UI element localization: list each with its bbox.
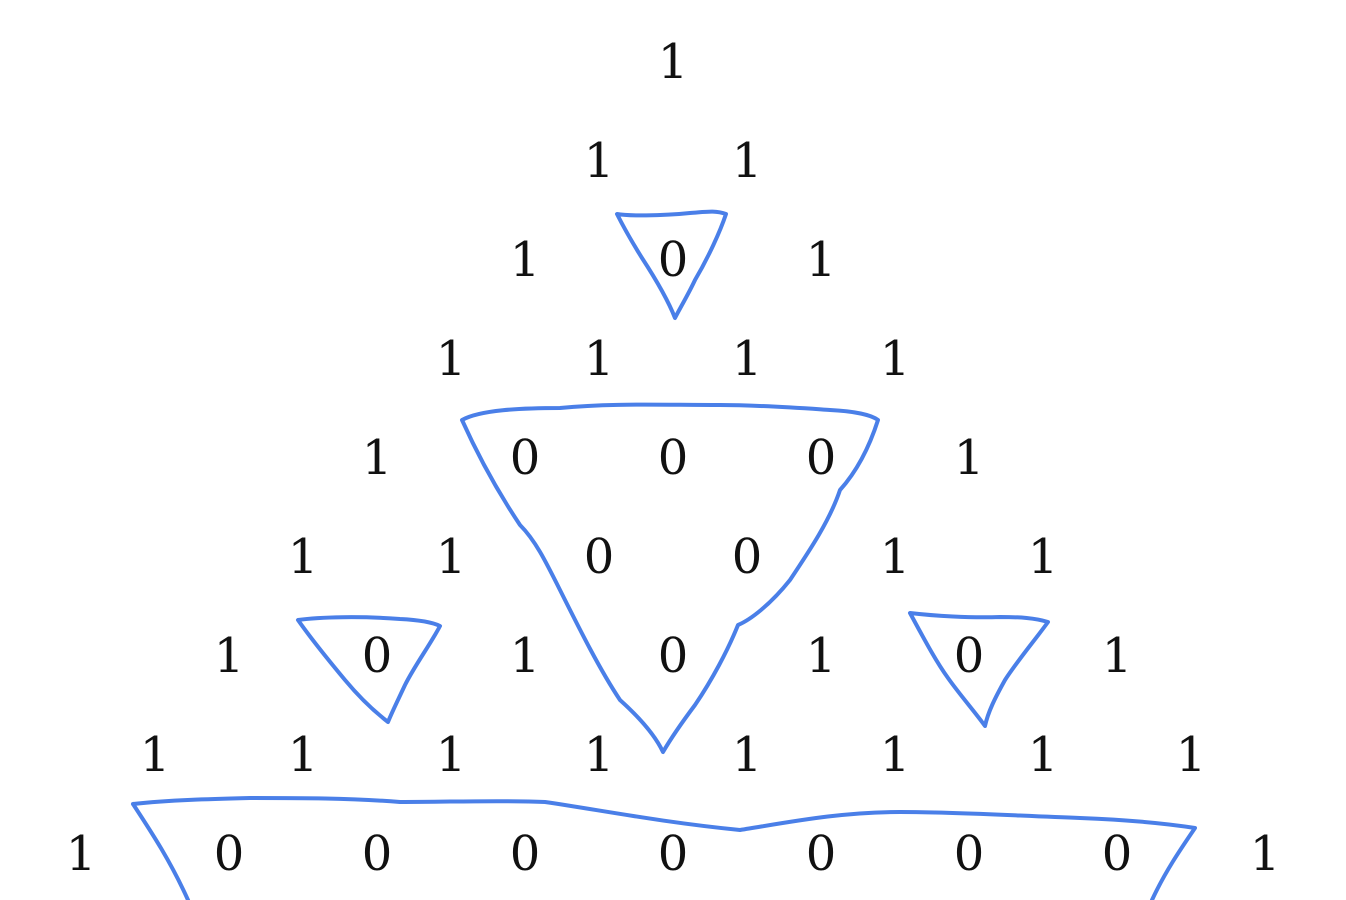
cell-r5-c1: 1 <box>362 430 393 486</box>
cell-r8-c8: 1 <box>1176 727 1207 783</box>
cell-r6-c3: 0 <box>584 529 615 585</box>
cell-r8-c4: 1 <box>584 727 615 783</box>
cell-r7-c1: 1 <box>214 628 245 684</box>
cell-r9-c5: 0 <box>658 826 689 882</box>
zero-region-row-9 <box>131 796 1197 900</box>
zero-region-rows-5-7 <box>460 402 880 754</box>
cell-r9-c6: 0 <box>806 826 837 882</box>
cell-r4-c3: 1 <box>732 331 763 387</box>
cell-r9-c2: 0 <box>214 826 245 882</box>
cell-r6-c2: 1 <box>436 529 467 585</box>
cell-r5-c3: 0 <box>658 430 689 486</box>
cell-r8-c3: 1 <box>436 727 467 783</box>
cell-r8-c2: 1 <box>288 727 319 783</box>
cell-r1-c1: 1 <box>658 34 689 90</box>
cell-r7-c2: 0 <box>362 628 393 684</box>
cell-r3-c3: 1 <box>806 232 837 288</box>
cell-r9-c7: 0 <box>954 826 985 882</box>
cell-r5-c2: 0 <box>510 430 541 486</box>
cell-r6-c6: 1 <box>1028 529 1059 585</box>
cell-r6-c4: 0 <box>732 529 763 585</box>
annotation-layer <box>131 209 1197 900</box>
zero-region-row-7-left <box>296 615 442 724</box>
cell-r9-c3: 0 <box>362 826 393 882</box>
cell-r7-c3: 1 <box>510 628 541 684</box>
cell-r5-c5: 1 <box>954 430 985 486</box>
cell-r5-c4: 0 <box>806 430 837 486</box>
cell-r3-c2: 0 <box>658 232 689 288</box>
cell-r4-c4: 1 <box>880 331 911 387</box>
zero-region-row-7-right <box>908 611 1050 728</box>
cell-r7-c4: 0 <box>658 628 689 684</box>
cell-r4-c2: 1 <box>584 331 615 387</box>
cell-r8-c1: 1 <box>140 727 171 783</box>
cell-r7-c6: 0 <box>954 628 985 684</box>
cell-r2-c1: 1 <box>584 133 615 189</box>
zero-region-row-3 <box>615 209 728 320</box>
cell-r9-c9: 1 <box>1250 826 1281 882</box>
cell-r9-c8: 0 <box>1102 826 1133 882</box>
cell-r8-c7: 1 <box>1028 727 1059 783</box>
cell-r7-c7: 1 <box>1102 628 1133 684</box>
cell-r3-c1: 1 <box>510 232 541 288</box>
cell-r6-c5: 1 <box>880 529 911 585</box>
cell-r7-c5: 1 <box>806 628 837 684</box>
cell-r4-c1: 1 <box>436 331 467 387</box>
cell-r6-c1: 1 <box>288 529 319 585</box>
cell-r9-c4: 0 <box>510 826 541 882</box>
cell-r8-c5: 1 <box>732 727 763 783</box>
cell-r9-c1: 1 <box>66 826 97 882</box>
cell-r2-c2: 1 <box>732 133 763 189</box>
cell-r8-c6: 1 <box>880 727 911 783</box>
